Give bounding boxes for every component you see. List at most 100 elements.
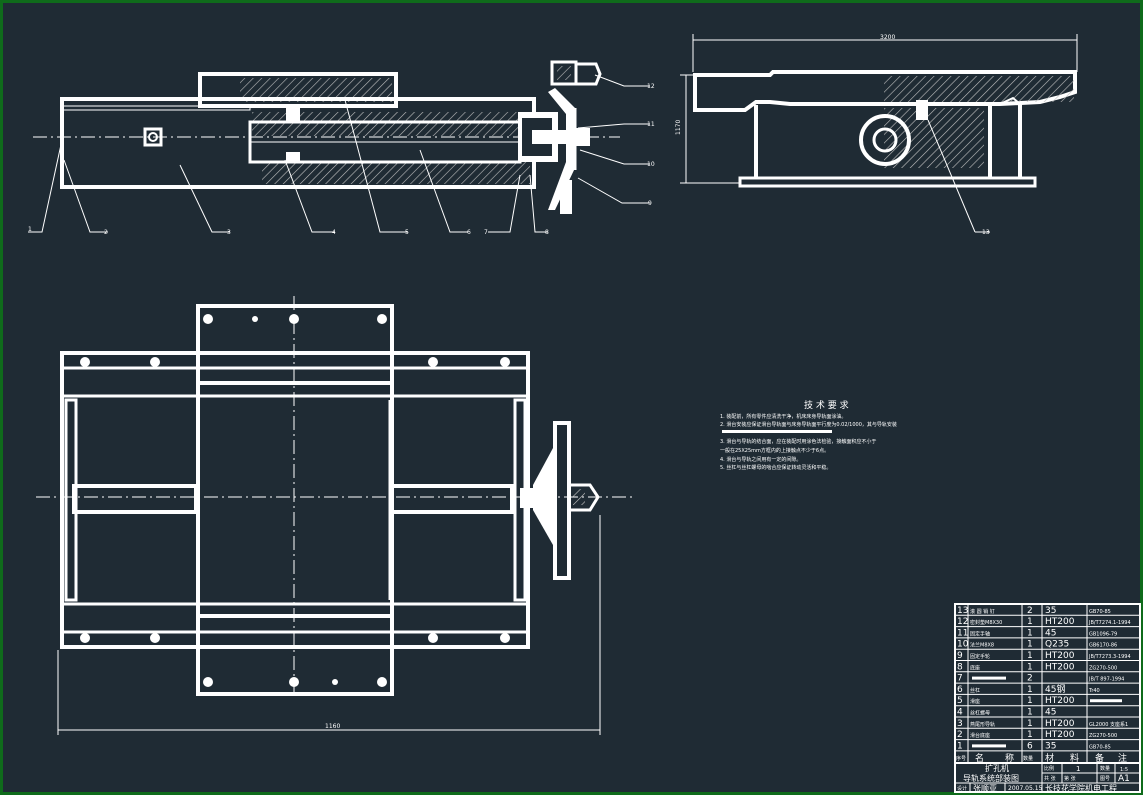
callout-9: 9	[648, 200, 652, 207]
bom-cell-name: 丝杠螺母	[970, 710, 990, 717]
bom-cell-no: 3	[957, 719, 963, 729]
bom-header-qty: 数量	[1023, 755, 1033, 762]
callout-6: 6	[467, 229, 471, 236]
bom-cell-qty: 1	[1027, 651, 1033, 661]
bom-cell-note: GB70-85	[1089, 609, 1111, 615]
bom-cell-name: 滑台底座	[970, 732, 990, 739]
bom-cell-qty: 1	[1027, 617, 1033, 627]
bom-cell-name: 丝杠	[970, 687, 980, 694]
bom-cell-material: HT200	[1045, 719, 1075, 729]
bom-header-mat-2: 料	[1070, 752, 1079, 764]
bom-row: 4 丝杠螺母 1 45	[957, 708, 1056, 718]
sheet-total: 共 张	[1044, 775, 1056, 782]
tech-line-7: 5. 丝杠与丝杠螺母的啮合应保证转动灵活和平稳。	[720, 464, 831, 471]
bom-cell-note: GB1096-79	[1089, 631, 1117, 637]
bom-cell-name: 法兰M8X8	[970, 642, 994, 649]
bom-cell-no: 5	[957, 696, 963, 706]
bom-cell-note: JB/T7274.1-1994	[1088, 620, 1131, 626]
bom-cell-no: 7	[957, 674, 963, 684]
bom-cell-material: HT200	[1045, 617, 1075, 627]
bom-cell-no: 13	[957, 606, 968, 616]
drawing-title-1: 扩孔机	[985, 763, 1009, 773]
bom-cell-material: HT200	[1045, 730, 1075, 740]
bom-cell-note: ZG270-500	[1089, 733, 1117, 739]
bom-cell-material: 45	[1045, 628, 1056, 638]
bom-cell-no: 1	[957, 741, 963, 751]
bom-cell-qty: 2	[1027, 674, 1033, 684]
scale-value: 1:5	[1120, 767, 1128, 773]
sheet-label: 图号	[1100, 776, 1110, 782]
bom-cell-name: 固定手轮	[970, 653, 990, 660]
bom-cell-qty: 1	[1027, 685, 1033, 695]
scale-label: 比例	[1044, 765, 1054, 772]
bom-header-name-1: 名	[975, 752, 984, 764]
bom-cell-material: 45	[1045, 708, 1056, 718]
tech-requirements: 技 术 要 求 1. 装配前，所有零件应清洗干净，机床床身导轨面涂油。 2. 滑…	[720, 399, 897, 471]
bom-cell-qty: 1	[1027, 719, 1033, 729]
top-view: 1160	[36, 296, 636, 735]
school-name: 长技花学院机电工程	[1045, 783, 1117, 793]
bom-cell-note: GL2000 支座系1	[1089, 721, 1128, 728]
bom-header-note-1: 备	[1095, 752, 1104, 764]
bom-cell-no: 9	[957, 651, 963, 661]
bom-cell-no: 6	[957, 685, 963, 695]
bom-row: 2 滑台底座 1 HT200 ZG270-500	[957, 730, 1117, 740]
bom-name-bar	[972, 676, 1006, 680]
bom-cell-note: Tr40	[1088, 688, 1100, 694]
front-callouts: 1 2 3 4 5 6 7 8 9 10 11 12	[28, 83, 655, 236]
bom-cell-no: 2	[957, 730, 963, 740]
side-dim-height: 1170	[675, 120, 682, 135]
bom-header-name-2: 称	[1005, 752, 1014, 764]
bom-cell-name: 滚 圆 销 钉	[970, 608, 995, 615]
bom-cell-name: 滑座	[970, 698, 980, 705]
bom-header-mat-1: 材	[1045, 752, 1054, 764]
bom-cell-material: 35	[1045, 606, 1056, 616]
callout-1: 1	[28, 226, 32, 233]
bom-name-bar	[972, 744, 1006, 748]
front-section-view: 1 2 3 4 5 6 7 8 9 10 11 12	[28, 60, 655, 236]
bom-cell-material: HT200	[1045, 662, 1075, 672]
bom-header-note-2: 注	[1118, 752, 1127, 764]
design-date: 2007.05.15	[1008, 785, 1043, 792]
bom-cell-name: 燕尾形导轨	[970, 721, 995, 728]
bom-cell-qty: 1	[1027, 628, 1033, 638]
callout-8: 8	[545, 229, 549, 236]
bom-cell-qty: 1	[1027, 662, 1033, 672]
tech-line-3-bar	[722, 430, 832, 433]
bom-cell-qty: 2	[1027, 606, 1033, 616]
bom-cell-no: 11	[957, 628, 968, 638]
bom-cell-note: GB6170-86	[1089, 643, 1117, 649]
tech-line-4: 3. 滑台与导轨的结合面，应在装配时用涂色法检验，接触面积应不小于	[720, 438, 876, 445]
tech-line-2: 2. 滑台安装应保证滑台导轨面与床身导轨面平行度为0.02/1000，其与导轨安…	[720, 421, 897, 428]
sheet-current: 第 张	[1064, 775, 1076, 782]
bom-cell-no: 4	[957, 708, 963, 718]
bom-cell-qty: 1	[1027, 730, 1033, 740]
tech-title: 技 术 要 求	[804, 399, 849, 411]
designer-name: 张顺亚	[973, 784, 997, 793]
qty-value: 1	[1076, 765, 1080, 773]
bom-cell-note: JB/T 897-1994	[1088, 677, 1124, 683]
bom-cell-material: HT200	[1045, 696, 1075, 706]
callout-13: 13	[982, 229, 990, 236]
callout-5: 5	[405, 229, 409, 236]
callout-12: 12	[647, 83, 655, 90]
callout-10: 10	[647, 161, 655, 168]
bom-cell-no: 10	[957, 640, 969, 650]
bom-header: 序号 名 称 数量 材 料 备 注	[956, 752, 1127, 764]
bom-cell-material: 35	[1045, 741, 1056, 751]
designer-label: 设计	[957, 785, 967, 792]
callout-2: 2	[104, 229, 108, 236]
bom-header-no: 序号	[956, 755, 966, 762]
tech-line-6: 4. 滑台与导轨之间用有一定的间隙。	[720, 456, 801, 463]
title-block: 扩孔机 导轨系统部装图 比例 1 数量 1:5 共 张 第 张 图号 A1 设计…	[955, 762, 1140, 793]
bom-cell-qty: 1	[1027, 708, 1033, 718]
bom-cell-name: 密封垫M8X30	[970, 619, 1002, 626]
